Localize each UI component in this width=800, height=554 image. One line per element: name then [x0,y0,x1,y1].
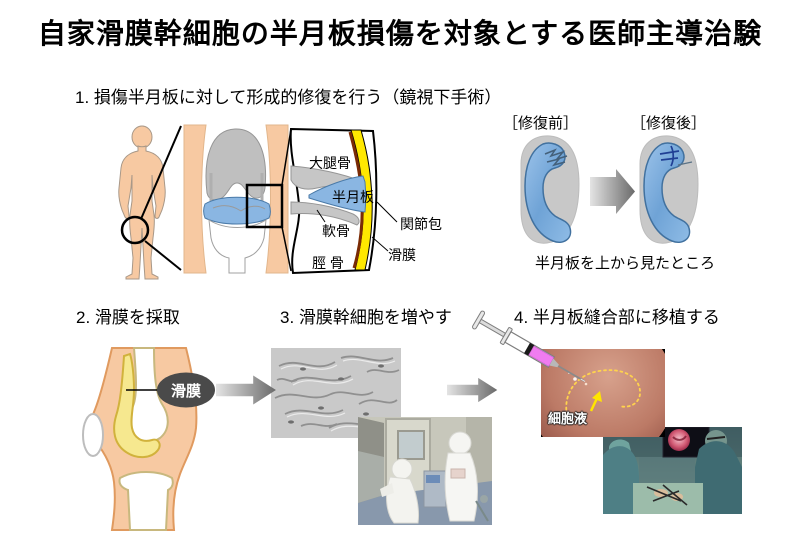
after-label: ［修復後］ [631,115,707,132]
synovium-tag-label: 滑膜 [171,382,201,400]
knee-highlight-circle [120,215,150,245]
meniscus-top-view [520,135,699,244]
step4-heading: 4. 半月板縫合部に移植する [514,308,720,327]
arthroscopy-injection-photo [541,349,665,437]
cell-fluid-label: 細胞液 [548,411,588,426]
tibia-bone [118,471,174,531]
femur-label: 大腿骨 [309,155,351,171]
operating-room-photo [603,427,742,514]
top-view-caption: 半月板を上から見たところ [534,255,715,272]
repair-arrow-icon [590,169,635,214]
patella-bone [82,413,104,457]
cartilage-label: 軟骨 [322,223,350,239]
step1-heading: 1. 損傷半月板に対して形成的修復を行う（鏡視下手術） [75,88,502,107]
knee-side-diagram: 滑膜 [82,347,215,531]
knee-front-diagram [183,124,292,274]
step3-heading: 3. 滑膜幹細胞を増やす [280,308,452,327]
page-title: 自家滑膜幹細胞の半月板損傷を対象とする医師主導治験 [37,18,763,49]
cell-fluid-arrow-icon [589,391,602,412]
cleanroom-worker-standing [444,431,478,522]
body-silhouette-icon [118,125,182,280]
cleanroom-worker-crouching [380,458,419,524]
surgeon-right [695,430,742,514]
joint-capsule-label: 関節包 [400,216,442,232]
knee-cross-section: 大腿骨 半月板 軟骨 脛 骨 関節包 滑膜 [289,127,442,275]
zoom-box [245,183,284,229]
meniscus-before-icon [520,135,580,244]
synovium-tag-ellipse [157,372,215,408]
step2-heading: 2. 滑膜を採取 [76,308,180,327]
suture-stitch-icon [670,145,675,167]
synovium-label: 滑膜 [388,247,416,263]
repair-before-after-panel: ［修復前］ ［修復後］ [497,112,783,280]
tibia-label: 脛 骨 [312,255,344,271]
syringe-icon [472,310,586,382]
endoscopy-monitor [662,427,710,458]
flow-arrow-2-icon [447,377,498,403]
meniscus-after-icon [639,135,699,244]
meniscus-wedge [308,175,367,213]
meniscus-dashed-outline [565,369,641,416]
joint-capsule-band [350,129,373,271]
knee-anatomy-figure: 大腿骨 半月板 軟骨 脛 骨 関節包 滑膜 [118,124,442,280]
flow-arrow-1-icon [216,375,276,405]
before-label: ［修復前］ [503,115,579,132]
meniscus-label: 半月板 [332,189,374,205]
surgical-instruments [646,484,688,506]
surgeon-left [603,439,639,514]
cell-processing-room-photo [358,417,492,525]
